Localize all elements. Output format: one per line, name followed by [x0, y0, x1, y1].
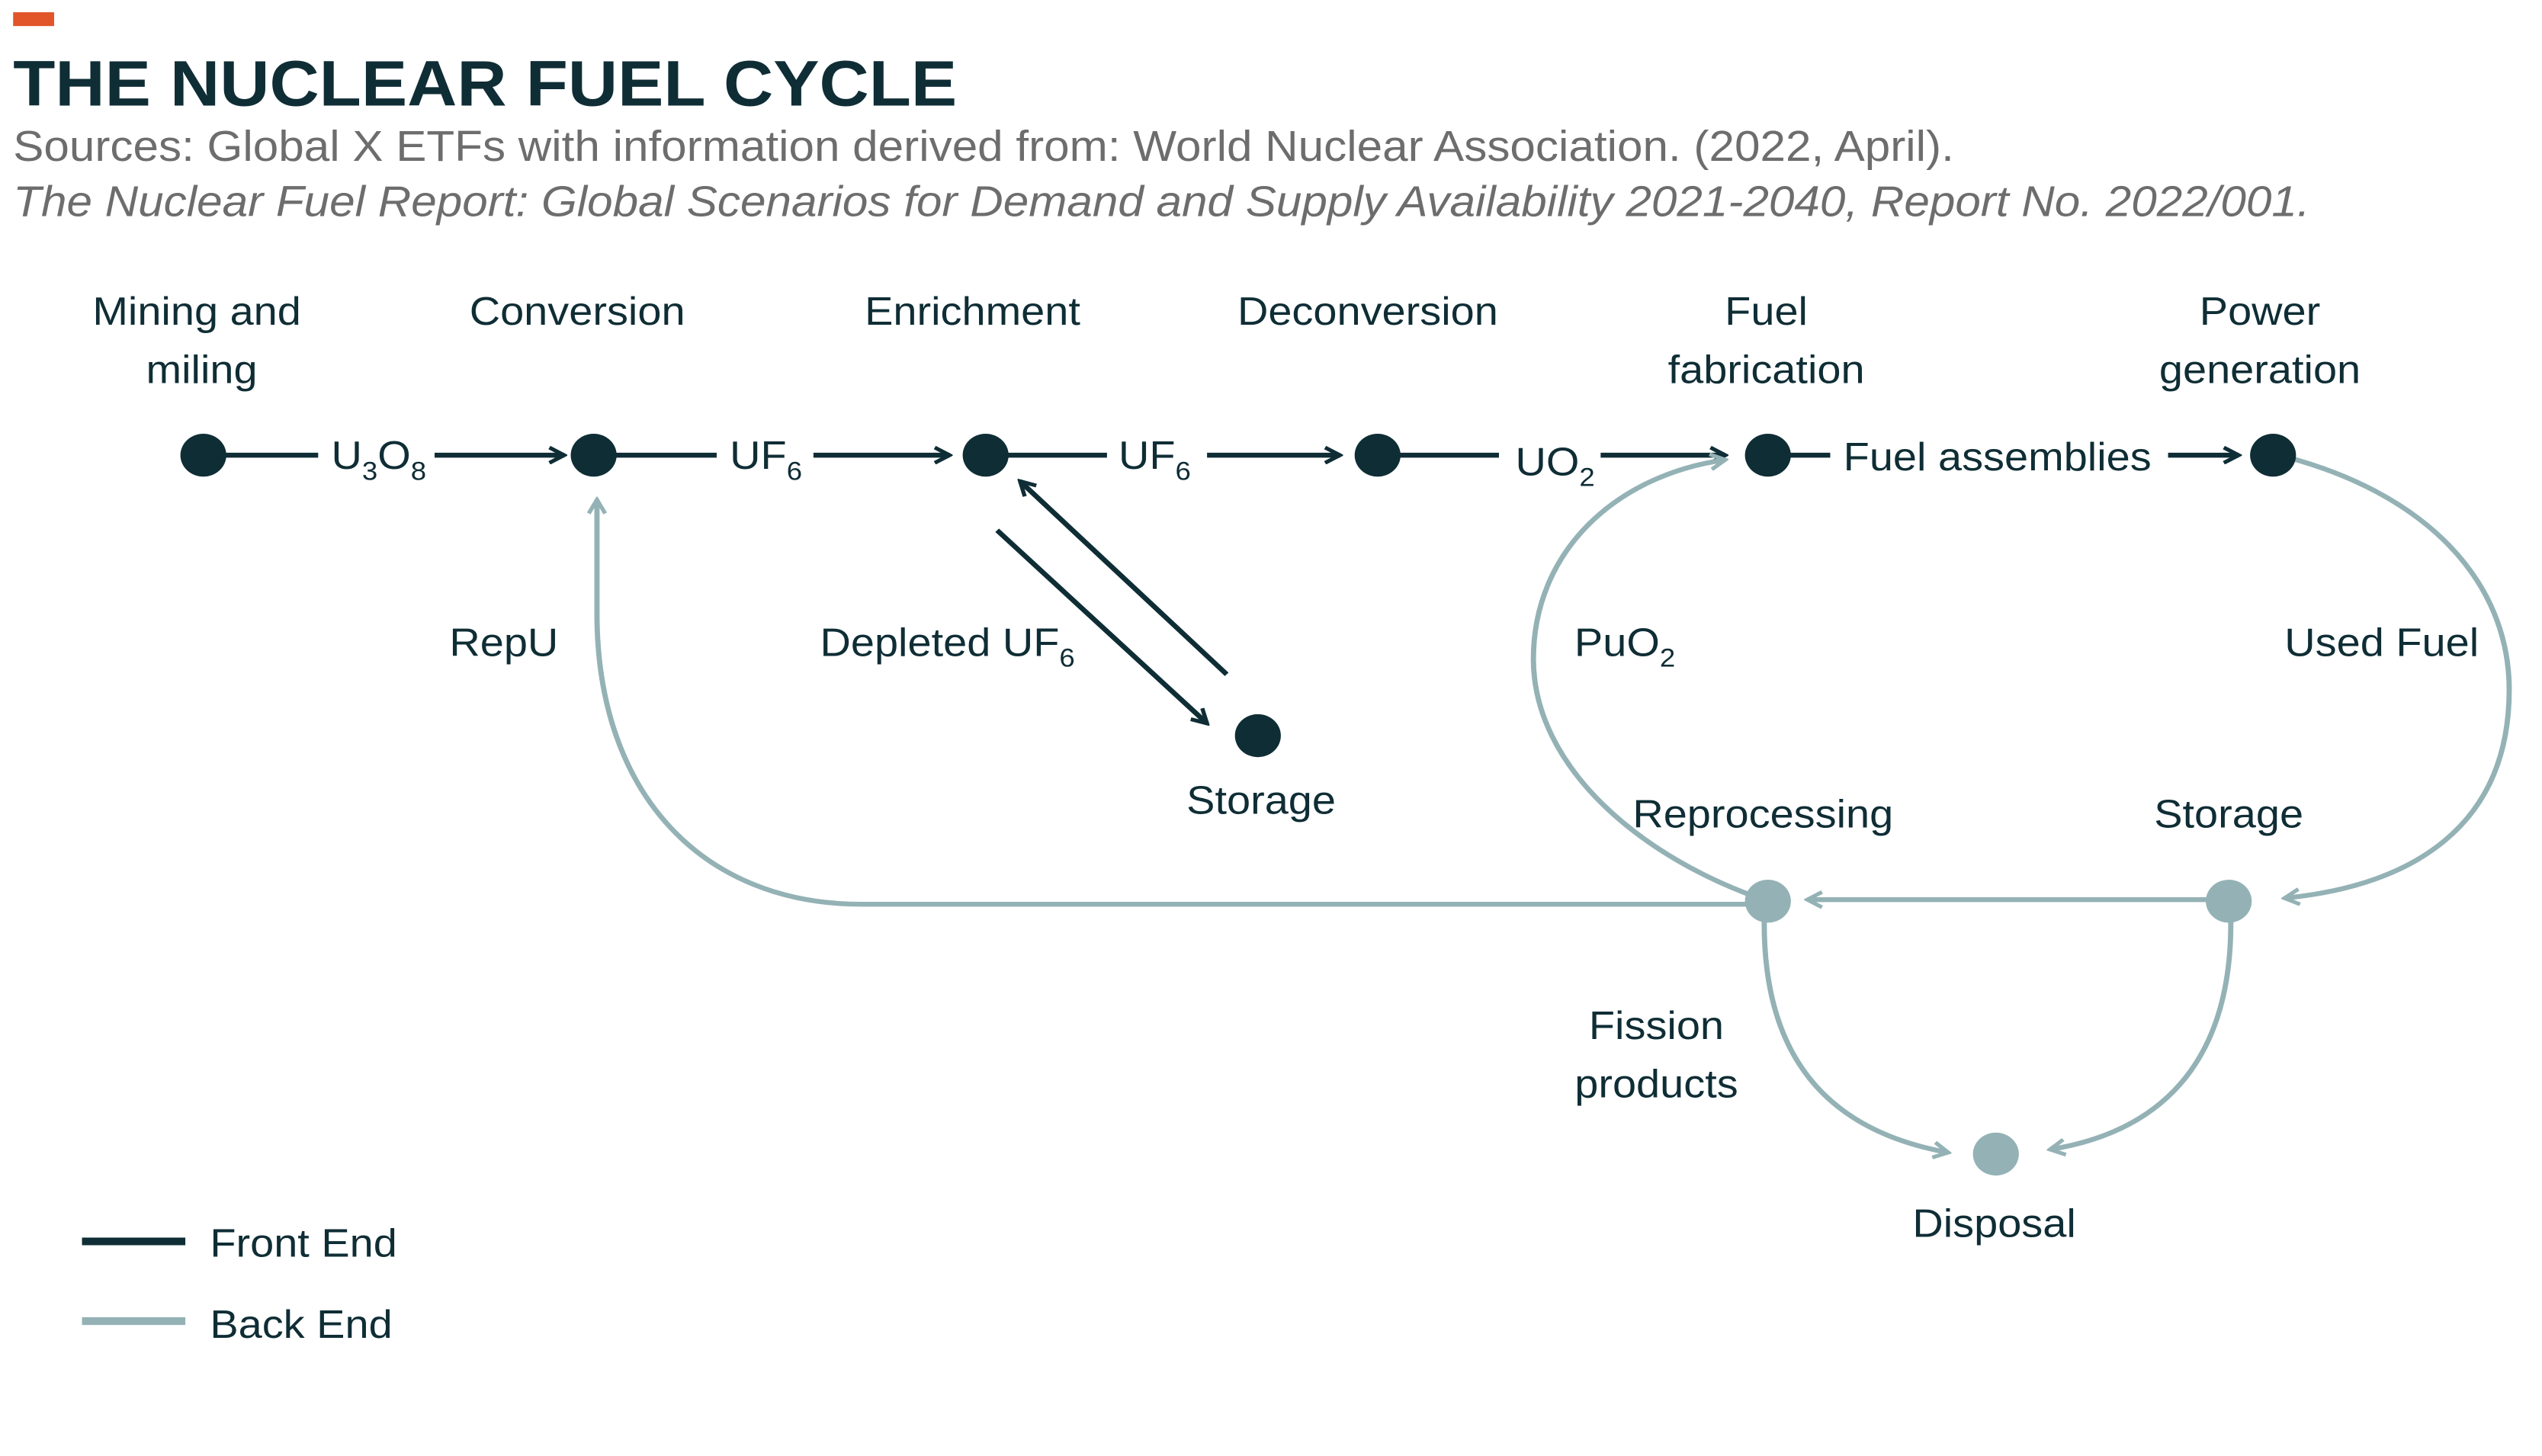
node-enrichment [962, 433, 1009, 477]
node-label-back-storage: Storage [2154, 792, 2303, 836]
node-enrichment-storage [1234, 714, 1281, 758]
stage-label-deconversion: Deconversion [1237, 290, 1498, 334]
node-reprocessing [1744, 880, 1791, 923]
node-conversion [570, 433, 617, 477]
node-mining [180, 433, 226, 477]
legend-label-back-end: Back End [210, 1303, 392, 1347]
node-power [2250, 433, 2296, 477]
flow-arrow-enrichment-to-storage [995, 528, 1207, 723]
flow-label-uo2: UO2 [1515, 440, 1594, 492]
flow-arrow-storage-to-enrichment [1020, 481, 1229, 676]
source-line-2: The Nuclear Fuel Report: Global Scenario… [13, 178, 2309, 226]
flow-label-used-fuel: Used Fuel [2284, 621, 2479, 665]
flow-arrow-puo2-to-fabrication [1530, 460, 1769, 904]
stage-label-enrichment: Enrichment [865, 290, 1080, 334]
flow-label-puo2: PuO2 [1574, 621, 1675, 672]
flow-arrow-fission-to-disposal [1761, 904, 1948, 1153]
node-back-storage [2206, 880, 2252, 923]
flow-label-repu: RepU [449, 621, 558, 665]
flow-label-u3o8: U3O8 [331, 434, 426, 486]
flow-label-depleted-uf6: Depleted UF6 [820, 621, 1074, 672]
legend-label-front-end: Front End [210, 1221, 397, 1265]
page-title: THE NUCLEAR FUEL CYCLE [13, 47, 957, 120]
flow-label-fuel-assemblies: Fuel assemblies [1844, 435, 2152, 479]
flow-arrow-repu-to-conversion [597, 499, 1768, 907]
flow-label-uf6-2: UF6 [1119, 434, 1191, 486]
flow-label-uf6-1: UF6 [730, 434, 802, 486]
accent-bar [13, 12, 54, 27]
node-fabrication [1744, 433, 1791, 477]
node-label-enrichment-storage: Storage [1186, 778, 1336, 823]
node-deconversion [1354, 433, 1401, 477]
legend: Front End Back End [82, 1221, 397, 1347]
node-label-disposal: Disposal [1912, 1201, 2075, 1246]
flow-arrow-used-fuel-to-storage [2272, 451, 2512, 898]
node-label-reprocessing: Reprocessing [1632, 792, 1893, 836]
node-disposal [1972, 1132, 2019, 1176]
source-line-1: Sources: Global X ETFs with information … [13, 123, 1954, 171]
stage-label-conversion: Conversion [470, 290, 685, 334]
flow-arrow-storage-to-disposal [2050, 904, 2234, 1150]
